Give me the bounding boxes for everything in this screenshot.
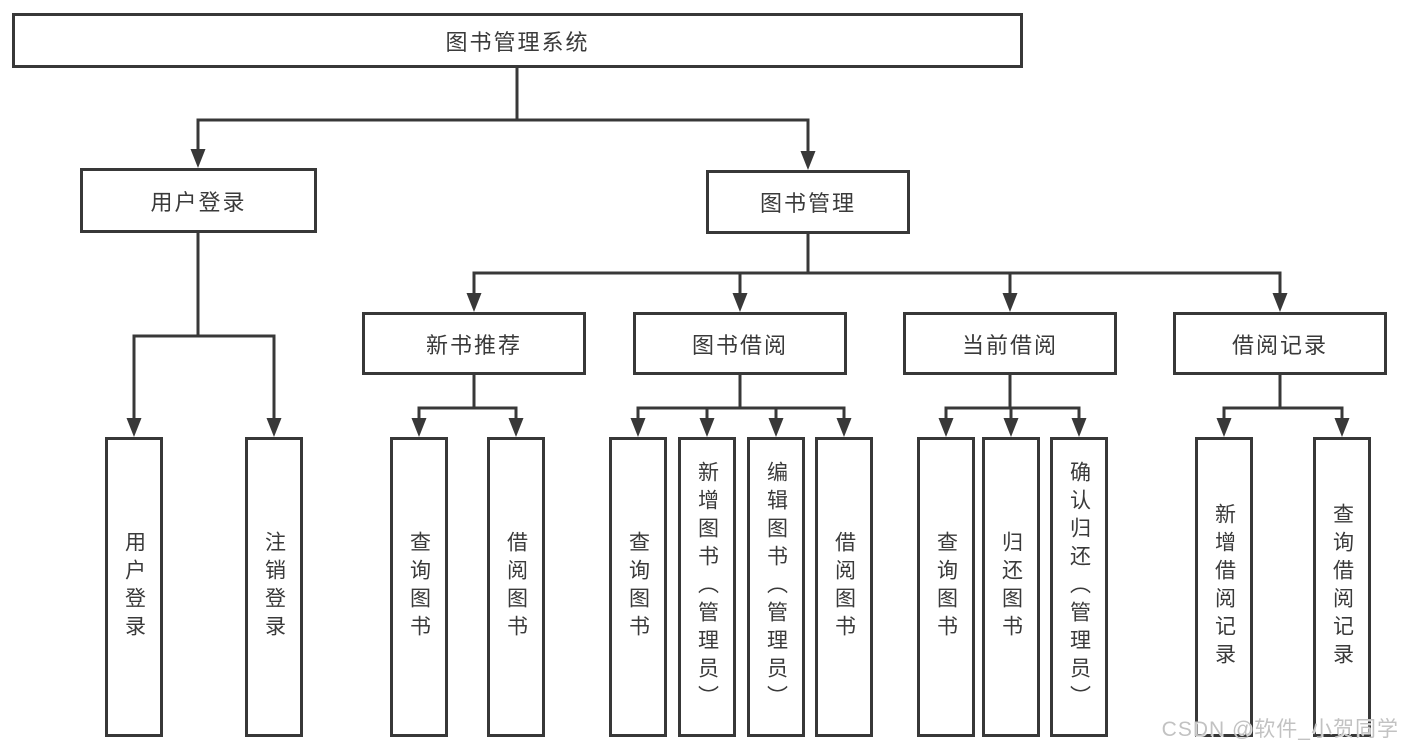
node-book-management: 图书管理 [706, 170, 910, 234]
leaf-bb-edit-books-admin: 编辑图书（管理员） [747, 437, 805, 737]
leaf-bb-borrow-books-label: 借阅图书 [832, 531, 856, 643]
connector-root-to-level2 [196, 68, 810, 156]
leaf-user-login: 用户登录 [105, 437, 163, 737]
node-user-login-label: 用户登录 [150, 189, 247, 215]
leaf-bb-query-books-label: 查询图书 [626, 531, 650, 643]
leaf-bb-borrow-books: 借阅图书 [815, 437, 873, 737]
node-book-borrow: 图书借阅 [633, 312, 847, 375]
leaf-nb-query-books-label: 查询图书 [407, 531, 431, 643]
node-book-borrow-label: 图书借阅 [691, 332, 788, 358]
node-root-label: 图书管理系统 [445, 29, 590, 55]
arrowheads-user-login-children [126, 418, 282, 437]
leaf-bb-add-books-admin-label: 新增图书（管理员） [695, 461, 719, 713]
leaf-logout-label: 注销登录 [262, 531, 286, 643]
leaf-nb-borrow-books-label: 借阅图书 [504, 531, 528, 643]
leaf-br-add-record: 新增借阅记录 [1195, 437, 1253, 737]
node-new-book-recommend-label: 新书推荐 [425, 332, 522, 358]
leaf-cb-confirm-return-admin-label: 确认归还（管理员） [1067, 461, 1091, 713]
node-book-management-label: 图书管理 [759, 191, 856, 216]
leaf-br-add-record-label: 新增借阅记录 [1212, 503, 1236, 671]
csdn-watermark: CSDN @软件_小贺同学 [1161, 718, 1399, 741]
node-current-borrow: 当前借阅 [903, 312, 1117, 375]
arrowheads-borrow-records-children [1216, 418, 1350, 437]
arrowheads-new-book-children [411, 418, 524, 437]
connector-user-login-children [132, 233, 276, 423]
node-current-borrow-label: 当前借阅 [961, 332, 1058, 358]
leaf-cb-query-books: 查询图书 [917, 437, 975, 737]
leaf-bb-add-books-admin: 新增图书（管理员） [678, 437, 736, 737]
node-user-login-module: 用户登录 [80, 168, 317, 233]
leaf-logout: 注销登录 [245, 437, 303, 737]
leaf-cb-confirm-return-admin: 确认归还（管理员） [1050, 437, 1108, 737]
leaf-br-query-record: 查询借阅记录 [1313, 437, 1371, 737]
connector-book-borrow-children [636, 375, 846, 423]
leaf-nb-query-books: 查询图书 [390, 437, 448, 737]
leaf-cb-query-books-label: 查询图书 [934, 531, 958, 643]
arrowheads-current-borrow-children [938, 418, 1087, 437]
leaf-br-query-record-label: 查询借阅记录 [1330, 503, 1354, 671]
node-borrow-records: 借阅记录 [1173, 312, 1387, 375]
leaf-bb-edit-books-admin-label: 编辑图书（管理员） [764, 461, 788, 713]
leaf-user-login-label: 用户登录 [122, 531, 146, 643]
connector-book-management-sections [472, 234, 1282, 298]
node-borrow-records-label: 借阅记录 [1231, 332, 1328, 358]
arrowheads-book-borrow-children [630, 418, 852, 437]
leaf-cb-return-books: 归还图书 [982, 437, 1040, 737]
node-root: 图书管理系统 [12, 13, 1023, 68]
arrowheads-level2 [190, 149, 816, 170]
arrowheads-sections [466, 293, 1288, 312]
connector-current-borrow-children [944, 375, 1081, 423]
leaf-cb-return-books-label: 归还图书 [999, 531, 1023, 643]
leaf-bb-query-books: 查询图书 [609, 437, 667, 737]
leaf-nb-borrow-books: 借阅图书 [487, 437, 545, 737]
node-new-book-recommend: 新书推荐 [362, 312, 586, 375]
connector-new-book-children [417, 375, 518, 423]
connector-borrow-records-children [1222, 375, 1344, 423]
